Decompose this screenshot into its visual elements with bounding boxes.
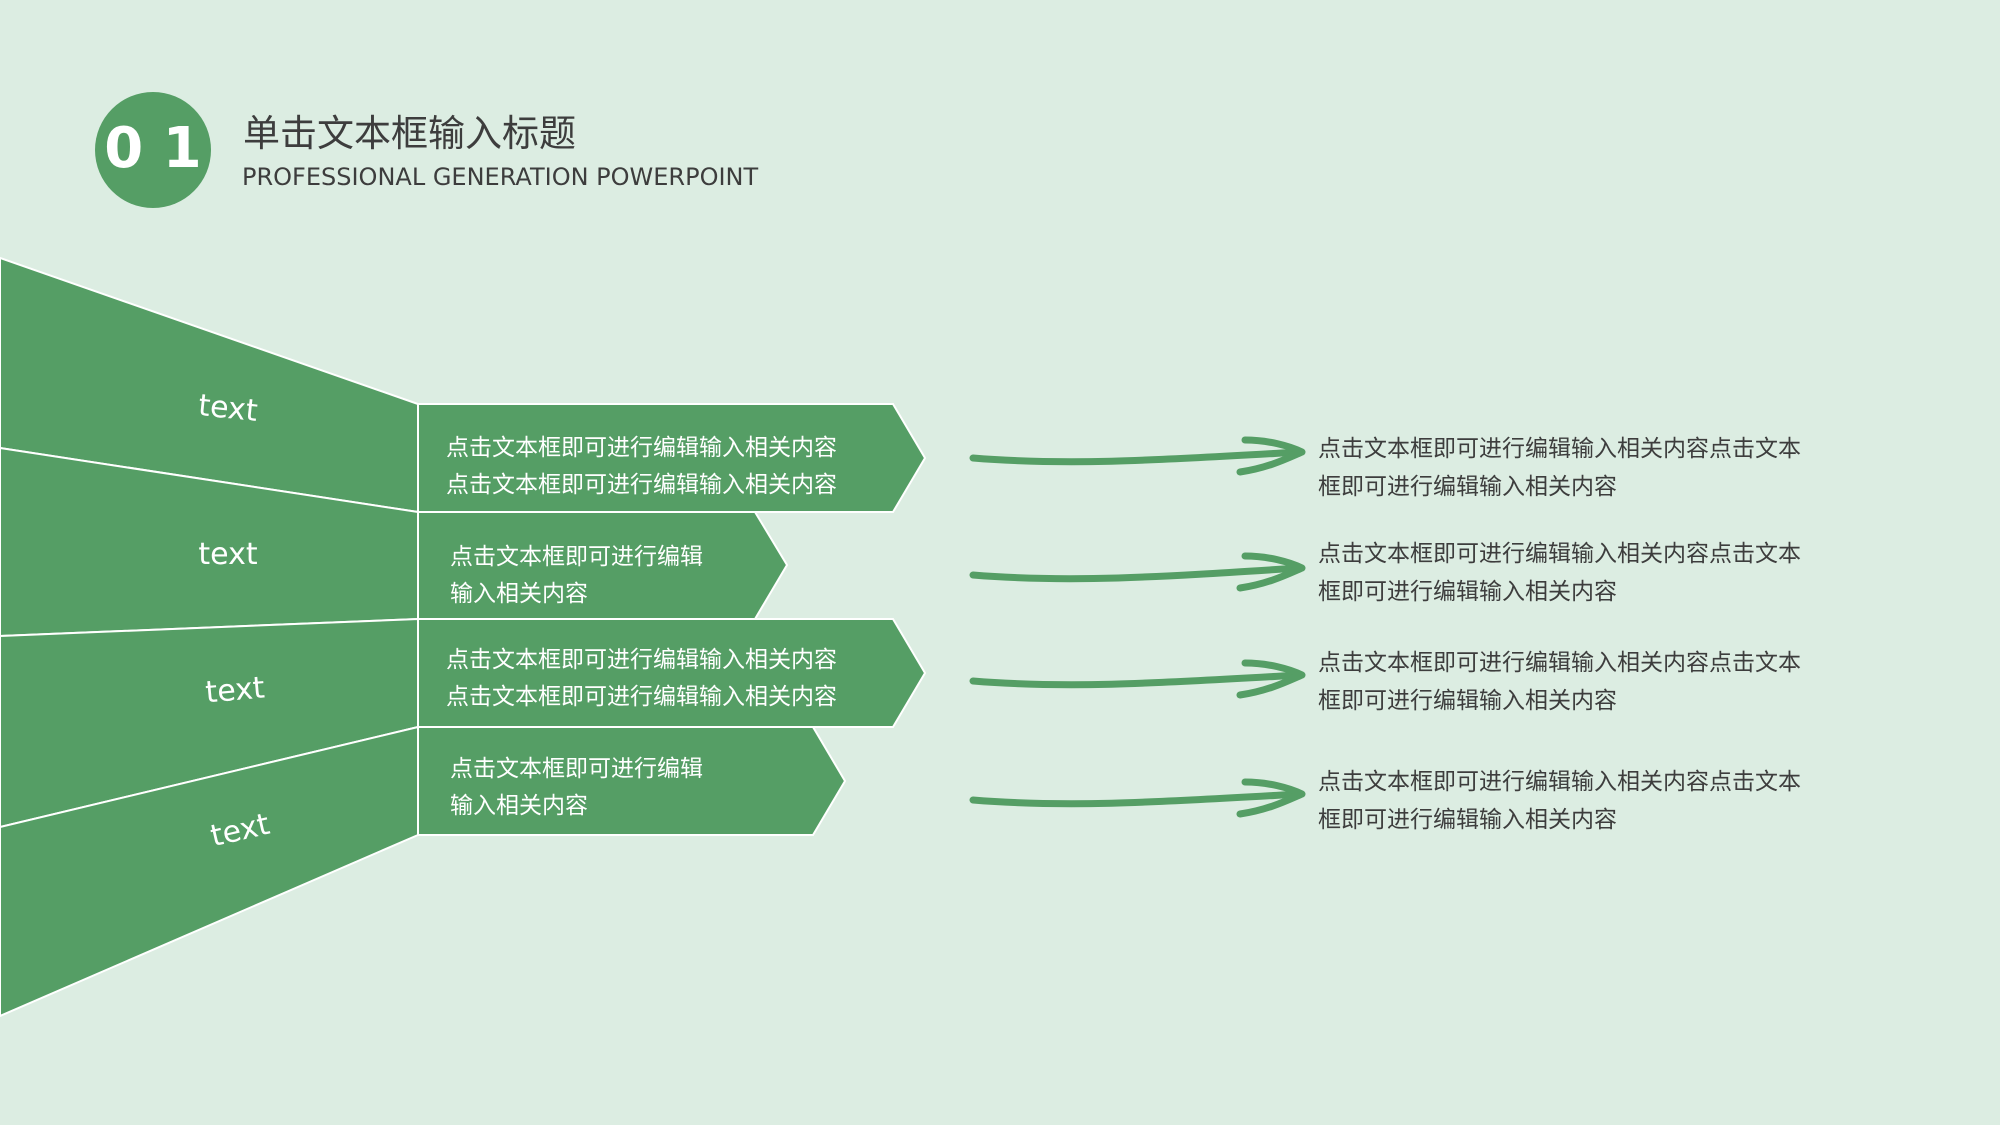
funnel-label-2: text bbox=[198, 537, 257, 572]
content-box-4-line-1: 点击文本框即可进行编辑 bbox=[450, 756, 703, 782]
content-box-1[interactable] bbox=[417, 403, 927, 513]
right-arrow-icon bbox=[969, 436, 1306, 476]
right-arrow-icon bbox=[969, 659, 1306, 699]
description-2-line-2: 框即可进行编辑输入相关内容 bbox=[1318, 579, 1617, 605]
content-box-4[interactable] bbox=[417, 726, 847, 836]
funnel-label-1: text bbox=[197, 388, 260, 429]
content-box-1-line-2: 点击文本框即可进行编辑输入相关内容 bbox=[446, 472, 837, 498]
funnel-label-3: text bbox=[204, 670, 266, 710]
content-box-3-line-1: 点击文本框即可进行编辑输入相关内容 bbox=[446, 647, 837, 673]
description-3[interactable]: 点击文本框即可进行编辑输入相关内容点击文本 框即可进行编辑输入相关内容 bbox=[1318, 644, 1878, 720]
section-number: 0 1 bbox=[104, 116, 202, 181]
section-number-badge: 0 1 bbox=[95, 92, 211, 208]
content-box-3-line-2: 点击文本框即可进行编辑输入相关内容 bbox=[446, 684, 837, 710]
content-box-2-line-2: 输入相关内容 bbox=[450, 581, 588, 607]
description-1-line-2: 框即可进行编辑输入相关内容 bbox=[1318, 474, 1617, 500]
description-4-line-1: 点击文本框即可进行编辑输入相关内容点击文本 bbox=[1318, 769, 1801, 795]
right-arrow-icon bbox=[969, 778, 1306, 818]
description-3-line-1: 点击文本框即可进行编辑输入相关内容点击文本 bbox=[1318, 650, 1801, 676]
content-box-2-line-1: 点击文本框即可进行编辑 bbox=[450, 544, 703, 570]
content-box-4-line-2: 输入相关内容 bbox=[450, 793, 588, 819]
description-4-line-2: 框即可进行编辑输入相关内容 bbox=[1318, 807, 1617, 833]
content-box-1-line-1: 点击文本框即可进行编辑输入相关内容 bbox=[446, 435, 837, 461]
description-3-line-2: 框即可进行编辑输入相关内容 bbox=[1318, 688, 1617, 714]
content-box-2[interactable] bbox=[417, 511, 789, 620]
description-2[interactable]: 点击文本框即可进行编辑输入相关内容点击文本 框即可进行编辑输入相关内容 bbox=[1318, 535, 1878, 611]
description-1-line-1: 点击文本框即可进行编辑输入相关内容点击文本 bbox=[1318, 436, 1801, 462]
slide-subtitle[interactable]: PROFESSIONAL GENERATION POWERPOINT bbox=[242, 163, 759, 191]
description-1[interactable]: 点击文本框即可进行编辑输入相关内容点击文本 框即可进行编辑输入相关内容 bbox=[1318, 430, 1878, 506]
description-4[interactable]: 点击文本框即可进行编辑输入相关内容点击文本 框即可进行编辑输入相关内容 bbox=[1318, 763, 1878, 839]
slide-title[interactable]: 单击文本框输入标题 bbox=[243, 112, 576, 155]
right-arrow-icon bbox=[969, 552, 1306, 592]
content-box-3[interactable] bbox=[417, 618, 927, 728]
description-2-line-1: 点击文本框即可进行编辑输入相关内容点击文本 bbox=[1318, 541, 1801, 567]
